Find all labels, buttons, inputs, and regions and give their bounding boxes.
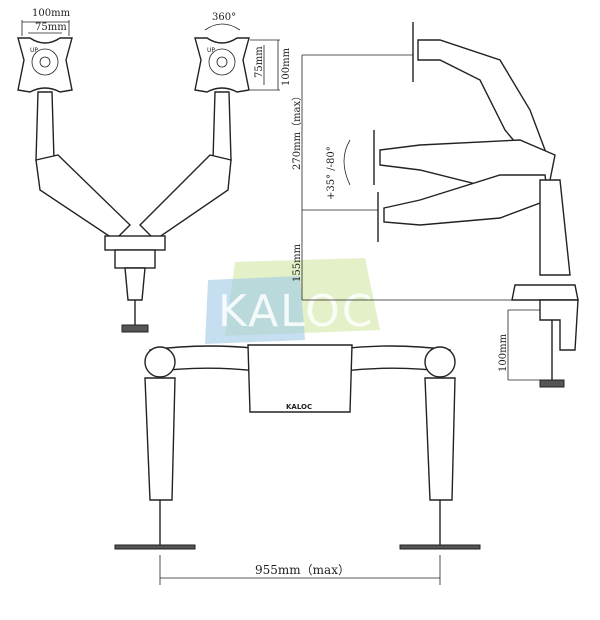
label-span: 955mm（max） xyxy=(255,563,350,577)
front-view-left: UP 100mm 75mm xyxy=(17,8,131,241)
label-vesa-width-75: 75mm xyxy=(35,22,67,33)
label-rotation: 360° xyxy=(212,12,236,23)
watermark-text: KALOC xyxy=(218,286,374,337)
label-height-adjust: 270mm（max） xyxy=(291,91,303,170)
label-vesa-height-100: 100mm xyxy=(281,47,292,86)
label-vesa-width-100: 100mm xyxy=(32,8,71,19)
label-tilt: +35° /-80° xyxy=(326,146,337,200)
label-clamp-depth: 100mm xyxy=(498,333,509,372)
top-view: KALOC 955mm（max） xyxy=(114,344,481,585)
front-view-right: UP 360° 75mm 100mm xyxy=(139,12,292,241)
up-label: UP xyxy=(207,47,215,54)
logo-label: KALOC xyxy=(286,403,312,411)
up-label: UP xyxy=(30,47,38,54)
center-pole-front xyxy=(104,235,166,333)
label-min-height: 155mm xyxy=(292,243,303,282)
watermark: KALOC xyxy=(205,258,380,344)
label-vesa-height-75: 75mm xyxy=(254,46,265,78)
side-view: 270mm（max） 155mm +35° /-80° 100mm xyxy=(291,22,579,388)
